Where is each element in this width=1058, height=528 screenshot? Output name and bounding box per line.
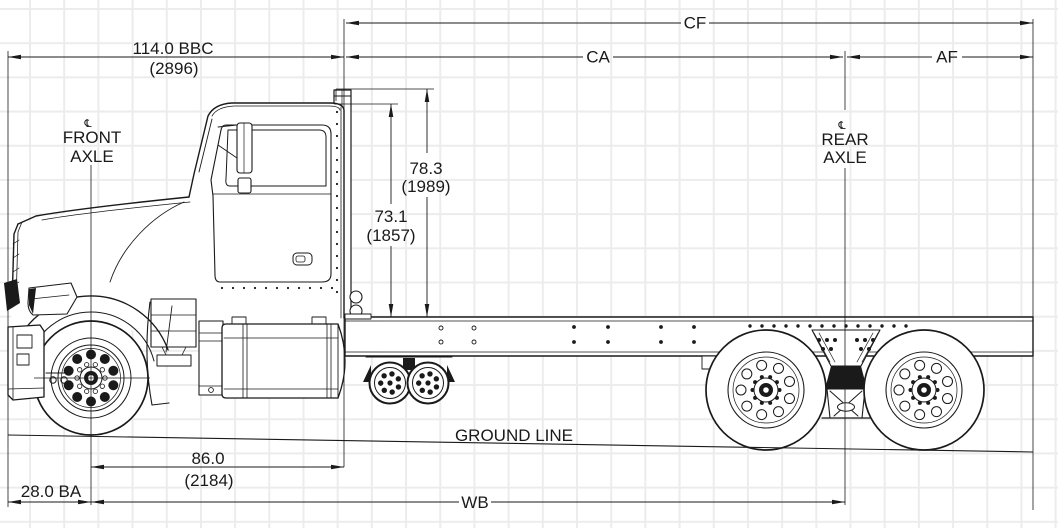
rear-suspension <box>811 329 881 419</box>
cab-door <box>210 124 332 283</box>
cf-label: CF <box>684 14 707 33</box>
rear-axle-label-line2: AXLE <box>823 148 866 167</box>
air-dryer <box>198 320 224 396</box>
air-horns <box>344 290 372 320</box>
lift-axle-wheel-left <box>368 361 412 405</box>
fuel-tank <box>221 316 346 399</box>
lift-axle-wheel-right <box>406 361 450 405</box>
rear-wheel-forward <box>705 329 827 451</box>
windshield <box>198 118 213 173</box>
hood-crease <box>109 201 185 283</box>
ba-label: 28.0 BA <box>21 482 82 501</box>
extension-lines <box>7 19 1034 510</box>
axle-to-boc-label: 86.0 <box>191 449 224 468</box>
truck-illustration <box>4 89 1034 451</box>
overall-height-label: 78.3 <box>409 159 442 178</box>
lift-axle-assembly <box>363 356 455 382</box>
frame-bolt-holes2 <box>572 340 696 344</box>
wb-label: WB <box>461 493 488 512</box>
tow-pin-2 <box>60 376 68 384</box>
grille-louvers <box>12 239 20 287</box>
overall-height-metric-label: (1989) <box>401 177 450 196</box>
dimension-labels: CF CA AF 114.0 BBC (2896) 78.3 (1989) 73… <box>21 14 958 513</box>
bbc-label: 114.0 BBC <box>133 39 214 58</box>
cab-height-metric-label: (1857) <box>366 226 415 245</box>
arrowheads <box>8 20 1033 505</box>
front-axle-label-line1: FRONT <box>63 128 122 147</box>
bbc-metric-label: (2896) <box>149 59 198 78</box>
cab-rivets-back <box>335 110 339 294</box>
dimension-lines <box>8 22 1033 503</box>
mud-flap <box>146 301 170 406</box>
headlight <box>27 282 78 316</box>
cab <box>188 102 345 319</box>
front-axle-label-line2: AXLE <box>70 147 113 166</box>
door-window <box>225 129 327 187</box>
cab-height-label: 73.1 <box>374 207 407 226</box>
ground-line <box>7 434 1034 453</box>
ca-label: CA <box>586 48 610 67</box>
axle-to-boc-metric-label: (2184) <box>184 471 233 490</box>
front-axle-centerline-symbol: ℄ <box>83 118 91 130</box>
front-bumper <box>7 324 71 401</box>
dimension-annotations: CF CA AF 114.0 BBC (2896) 78.3 (1989) 73… <box>7 14 1034 513</box>
frame-bolt-row-rear <box>748 324 908 328</box>
frame-bolt-holes <box>572 325 696 329</box>
height-extension-top <box>335 88 434 101</box>
convex-mirror <box>237 177 252 194</box>
af-label: AF <box>936 48 958 67</box>
battery-step-box <box>146 298 197 406</box>
rear-axle-centerline-symbol: ℄ <box>837 120 845 132</box>
cab-rivets-bottom <box>220 286 334 290</box>
ground-line-label: GROUND LINE <box>455 426 573 445</box>
tow-pin <box>49 376 57 384</box>
side-mirror <box>217 122 253 194</box>
rear-axle-label-line1: REAR <box>821 130 868 149</box>
frame-bolt-holes-open <box>438 325 477 345</box>
rear-wheel-rearward <box>863 329 985 451</box>
